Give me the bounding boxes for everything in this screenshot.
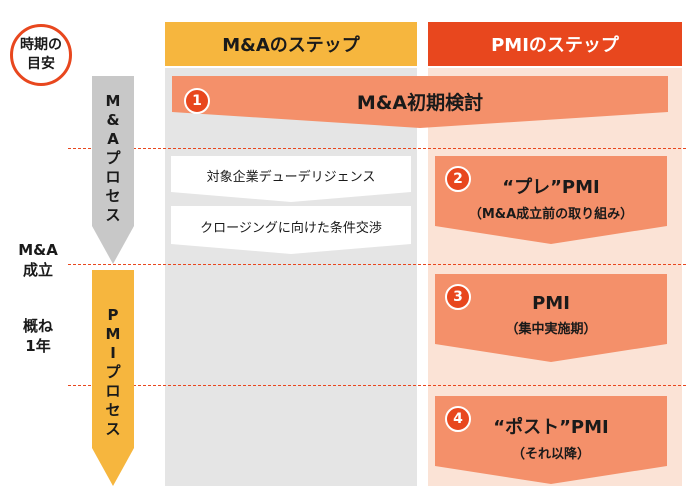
step-1-arrow-shape — [172, 76, 668, 128]
step-1-number-badge: 1 — [184, 88, 210, 114]
task-due-diligence-label: 対象企業デューデリジェンス — [206, 169, 376, 185]
step-2-block: 2 “プレ”PMI （M&A成立前の取り組み） — [435, 156, 667, 244]
ma-process-label-char: A — [107, 130, 119, 148]
ma-process-label-char: & — [106, 111, 120, 129]
step-2-subtitle: （M&A成立前の取り組み） — [468, 206, 634, 222]
pmi-process-label-char: プ — [105, 363, 121, 381]
ma-process-label-char: プ — [105, 149, 121, 167]
pmi-process-label-char: I — [110, 344, 116, 362]
timing-label-circle: 時期の 目安 — [10, 24, 72, 86]
step-1-title: M&A初期検討 — [356, 92, 484, 114]
step-3-block: 3 PMI （集中実施期） — [435, 274, 667, 362]
timing-label-line2: 目安 — [27, 56, 55, 72]
pmi-process-arrow — [92, 270, 134, 486]
ma-steps-header: M&Aのステップ — [165, 22, 417, 66]
timing-label-line1: 時期の — [20, 37, 62, 53]
pmi-process-label-char: ロ — [105, 382, 121, 400]
step-3-text: PMI （集中実施期） — [435, 274, 667, 344]
step-4-arrow-shape — [435, 396, 667, 484]
pmi-steps-header: PMIのステップ — [428, 22, 682, 66]
step-4-text: “ポスト”PMI （それ以降） — [435, 396, 667, 466]
approx-period-label: 概ね 1年 — [8, 316, 68, 356]
step-4-subtitle: （それ以降） — [511, 446, 590, 462]
ma-close-label: M&A 成立 — [8, 240, 68, 280]
step-2-number-badge: 2 — [445, 166, 471, 192]
step-1-block: 1 M&A初期検討 — [172, 76, 668, 128]
step-4-block: 4 “ポスト”PMI （それ以降） — [435, 396, 667, 484]
pmi-process-label-char: セ — [105, 401, 121, 419]
step-2-arrow-shape — [435, 156, 667, 244]
separator-line — [68, 385, 686, 386]
ma-process-arrow — [92, 76, 134, 264]
task-arrow-shape — [171, 156, 411, 202]
approx-period-line1: 概ね — [22, 317, 53, 335]
ma-process-label-char: M — [105, 92, 121, 110]
step-3-number-badge: 3 — [445, 284, 471, 310]
pmi-process-label-char: P — [107, 306, 119, 324]
step-3-subtitle: （集中実施期） — [505, 322, 597, 337]
ma-process-label-char: セ — [105, 187, 121, 205]
step-3-title: PMI — [532, 293, 570, 314]
ma-process-label-char: ス — [105, 206, 121, 224]
step-2-text: “プレ”PMI （M&A成立前の取り組み） — [435, 156, 667, 226]
step-4-title: “ポスト”PMI — [493, 416, 609, 438]
separator-line — [68, 264, 686, 265]
separator-line — [68, 148, 686, 149]
task-arrow-shape — [171, 206, 411, 254]
ma-steps-column — [165, 68, 417, 486]
task-closing-negotiation-label: クロージングに向けた条件交渉 — [200, 220, 382, 236]
approx-period-line2: 1年 — [25, 337, 51, 355]
step-3-arrow-shape — [435, 274, 667, 362]
pmi-process-label-char: ス — [105, 420, 121, 438]
step-4-number-badge: 4 — [445, 406, 471, 432]
ma-close-label-line2: 成立 — [22, 261, 53, 279]
step-2-title: “プレ”PMI — [502, 176, 600, 198]
pmi-process-label-char: M — [105, 325, 121, 343]
ma-process-label-char: ロ — [105, 168, 121, 186]
ma-close-label-line1: M&A — [18, 241, 58, 259]
